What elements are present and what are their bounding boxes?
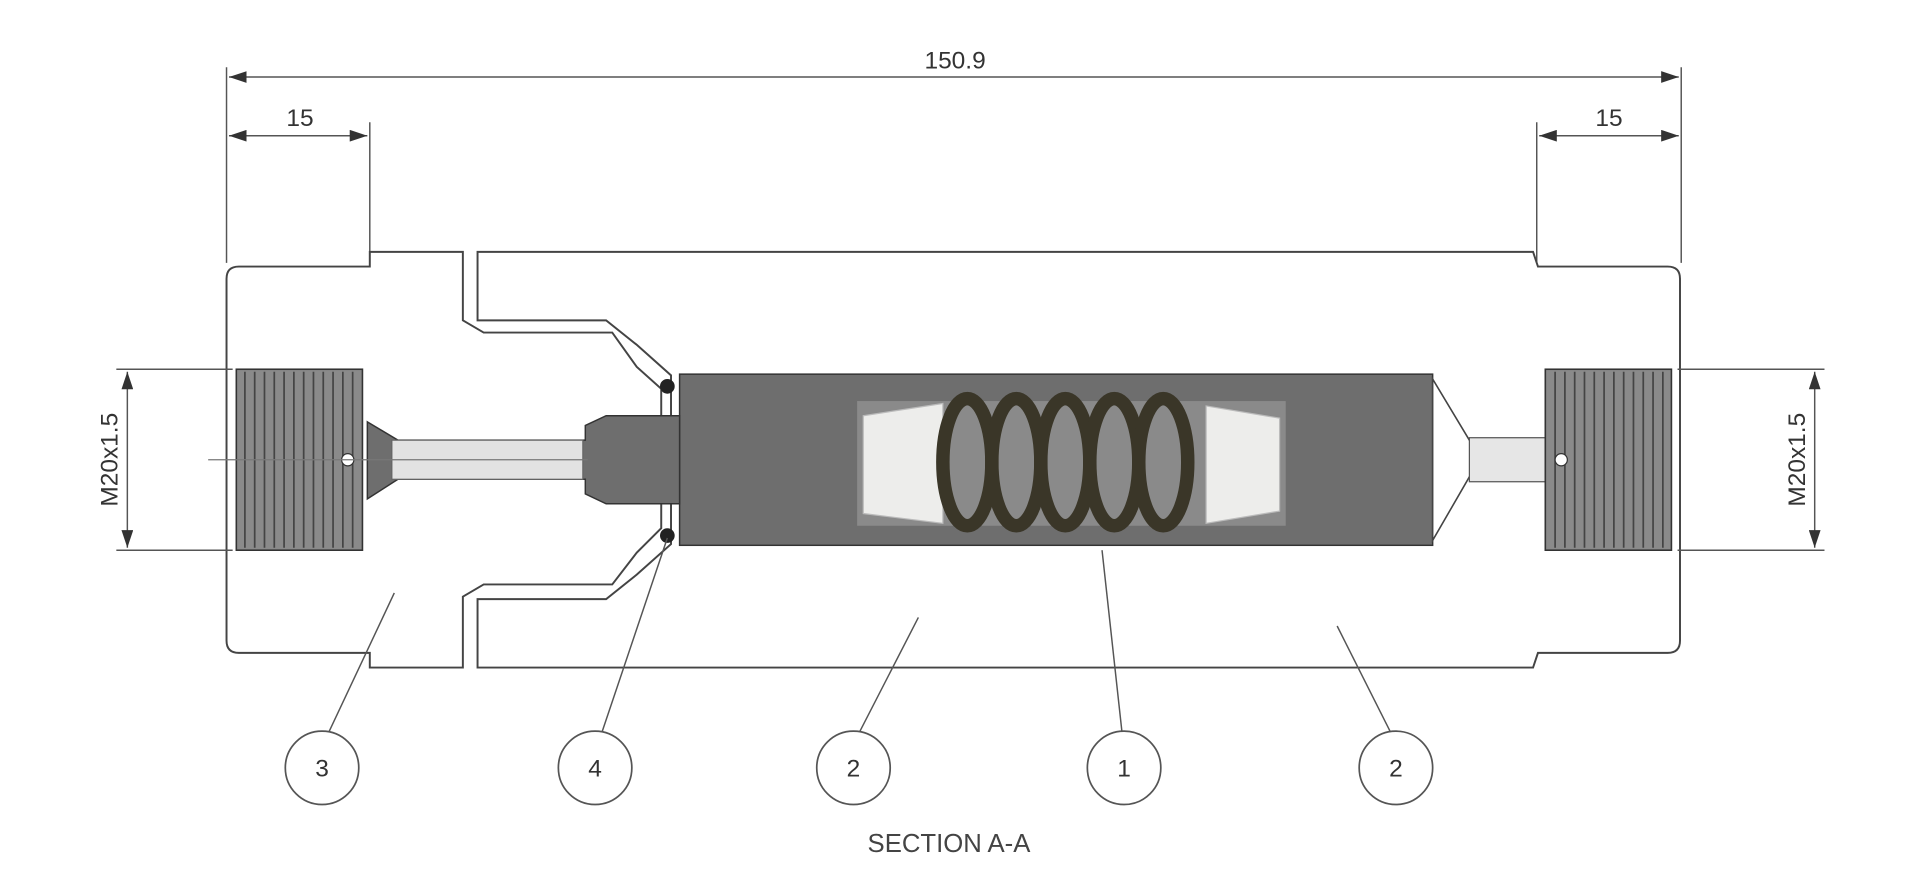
leader-line — [328, 592, 395, 732]
balloon-circle — [1086, 730, 1162, 806]
right-threaded-port — [1544, 368, 1673, 551]
dim-right-15-text: 15 — [1595, 105, 1622, 132]
balloon-circle — [557, 730, 633, 806]
dimension-overall-length: 150.9 — [225, 47, 1682, 263]
leader-line — [1336, 625, 1391, 732]
leader-line — [859, 617, 920, 732]
balloon-label: 3 — [315, 755, 329, 782]
section-title: SECTION A-A — [868, 830, 1032, 858]
dimension-right-port-depth: 15 — [1536, 105, 1679, 263]
balloon-label: 4 — [588, 755, 602, 782]
leader-line — [601, 537, 669, 732]
dim-overall-text: 150.9 — [924, 47, 985, 74]
balloon-part-2: 2 — [1336, 625, 1434, 806]
balloon-label: 2 — [847, 755, 861, 782]
balloon-part-3: 3 — [284, 592, 395, 806]
balloon-label: 2 — [1389, 755, 1403, 782]
balloon-part-4: 4 — [557, 537, 669, 806]
part-balloons: 3 4 2 1 2 — [284, 537, 1434, 806]
part-2-main-body — [476, 250, 1681, 669]
balloon-part-2: 2 — [815, 617, 920, 806]
balloon-circle — [284, 730, 360, 806]
dim-right-thread-text: M20x1.5 — [1784, 413, 1811, 507]
balloon-circle — [1358, 730, 1434, 806]
part-3-left-fitting — [225, 250, 663, 669]
part-1-spring-assembly — [857, 391, 1286, 533]
dim-left-thread-text: M20x1.5 — [97, 413, 124, 507]
balloon-label: 1 — [1117, 755, 1131, 782]
leader-line — [1101, 550, 1123, 732]
dimension-left-thread: M20x1.5 — [97, 368, 233, 551]
dimension-left-port-depth: 15 — [228, 105, 371, 263]
balloon-circle — [815, 730, 892, 806]
dim-left-15-text: 15 — [286, 105, 313, 132]
balloon-part-1: 1 — [1086, 550, 1162, 806]
dimension-right-thread: M20x1.5 — [1677, 368, 1825, 551]
